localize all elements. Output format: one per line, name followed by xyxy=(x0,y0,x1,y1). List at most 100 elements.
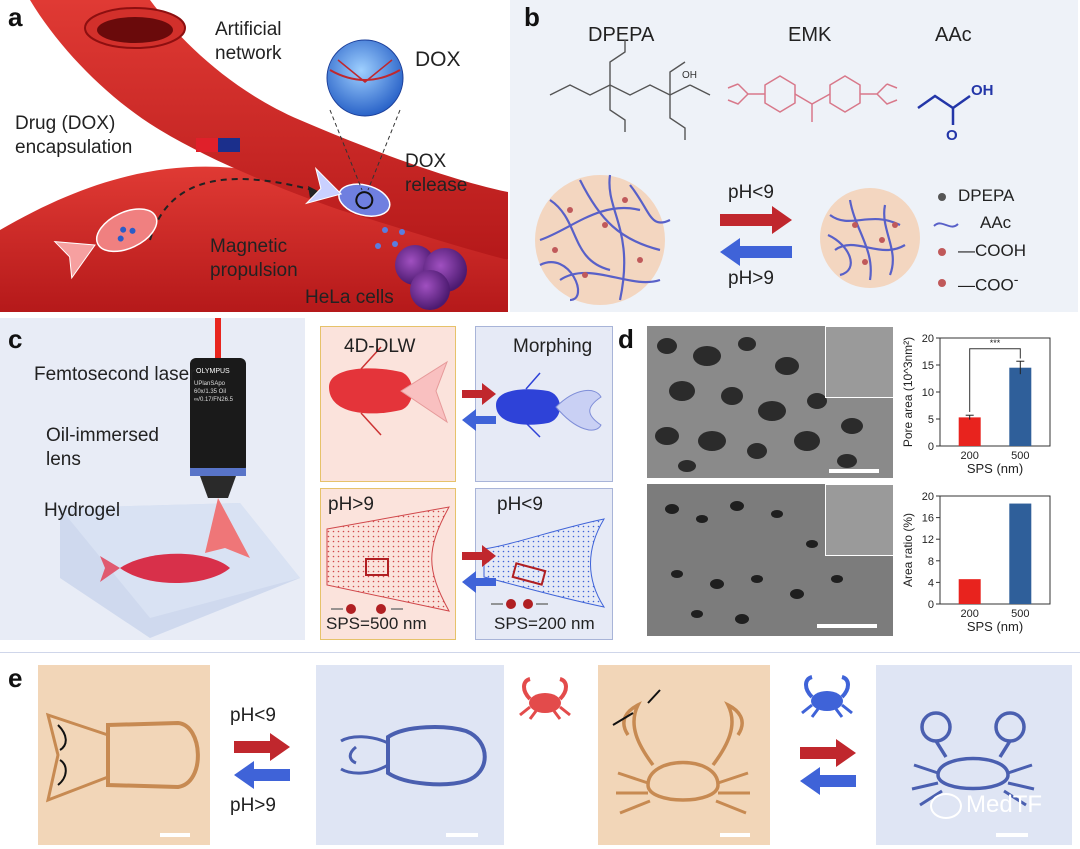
dox-release-label: DOX release xyxy=(405,151,468,196)
femtosecond-laser-label: Femtosecond laser xyxy=(34,364,196,385)
sem-image-top xyxy=(647,326,893,478)
e-ph-lt9-label-1: pH<9 xyxy=(230,705,276,726)
bar-200 xyxy=(958,417,981,446)
bar-500 xyxy=(1009,367,1032,446)
ph-lt9-label: pH<9 xyxy=(728,182,774,203)
plot-frame xyxy=(939,495,1051,605)
sem-image-bottom xyxy=(647,484,893,636)
e-arrows-1 xyxy=(234,733,290,789)
panel-b-illustration: OH OH O xyxy=(535,40,994,305)
dlw-box xyxy=(320,326,456,482)
e-arrows-2 xyxy=(800,739,856,795)
legend-coo-text: —COO xyxy=(958,275,1014,295)
magnetic-propulsion-label: Magnetic propulsion xyxy=(210,236,298,281)
bar-200 xyxy=(958,579,981,604)
emk-title: EMK xyxy=(788,24,832,46)
y-tick-label: 0 xyxy=(928,599,934,611)
y-tick-label: 5 xyxy=(928,414,934,426)
morphing-box xyxy=(475,326,613,482)
fish-shape-1 xyxy=(45,712,200,803)
y-tick-label: 12 xyxy=(922,534,934,546)
x-tick-label: 200 xyxy=(961,450,979,462)
y-axis-label: Pore area (10^3nm²) xyxy=(901,337,915,447)
svg-text:OH: OH xyxy=(971,82,994,99)
crab-shape-1 xyxy=(612,689,750,815)
c-bottom-arrows xyxy=(462,545,496,593)
watermark-text: MedTF xyxy=(966,791,1043,818)
oil-immersed-lens-label: Oil-immersed lens xyxy=(46,425,159,470)
panel-letter-e: e xyxy=(8,663,23,693)
blue-crab-icon xyxy=(801,675,853,718)
legend-dpepa: DPEPA xyxy=(958,186,1015,205)
objective-spec: UPlanSApo 60x/1.35 Oil ∞/0.17/FN26.5 xyxy=(194,381,233,403)
y-axis-label: Area ratio (%) xyxy=(901,513,915,587)
ph-gt9-label: pH>9 xyxy=(728,268,774,289)
panel-a-illustration xyxy=(0,0,508,312)
panel-b: b DPEPA EMK AAc OH OH O xyxy=(510,0,1078,312)
panel-letter-b: b xyxy=(524,2,540,32)
dlw-fish xyxy=(329,346,448,436)
ph-gt9-box-label: pH>9 xyxy=(328,494,374,515)
scale-bar-top xyxy=(829,469,879,473)
svg-text:OH: OH xyxy=(682,70,697,81)
bar-500 xyxy=(1009,503,1032,604)
sps200-label: SPS=200 nm xyxy=(494,614,595,633)
sem-pores-bottom xyxy=(665,501,843,624)
crab-image-2 xyxy=(876,665,1072,845)
ph-lt9-tail xyxy=(483,518,606,609)
crab-image-1 xyxy=(598,665,770,845)
panel-letter-a: a xyxy=(8,2,23,32)
y-tick-label: 8 xyxy=(928,556,934,568)
hydrogel-label: Hydrogel xyxy=(44,500,121,521)
x-tick-label: 500 xyxy=(1011,608,1029,620)
ph-gt9-box xyxy=(320,488,456,640)
watermark-icon xyxy=(930,792,962,819)
ph-lt9-box xyxy=(475,488,613,640)
ph-gt9-tail xyxy=(326,506,450,614)
morphing-fish xyxy=(496,372,602,438)
sps500-label: SPS=500 nm xyxy=(326,614,427,633)
y-tick-label: 4 xyxy=(928,577,934,589)
panel-letter-c: c xyxy=(8,324,23,354)
legend-cooh: —COOH xyxy=(958,241,1026,260)
dlw-label: 4D-DLW xyxy=(344,336,416,357)
fish-shape-2 xyxy=(340,725,487,787)
drug-encapsulation-label: Drug (DOX) encapsulation xyxy=(15,113,133,158)
c-top-arrows xyxy=(462,383,496,431)
artificial-network-label: Artificial network xyxy=(215,19,282,64)
legend-aac: AAc xyxy=(980,213,1012,232)
panel-c-objective-illustration xyxy=(60,318,300,638)
aac-title: AAc xyxy=(935,24,972,46)
x-axis-label: SPS (nm) xyxy=(967,461,1023,476)
x-axis-label: SPS (nm) xyxy=(967,619,1023,634)
watermark: MedTF xyxy=(930,791,1042,819)
scale-bar-e2 xyxy=(446,833,478,837)
y-tick-label: 20 xyxy=(922,491,934,503)
significance-marker: *** xyxy=(990,338,1001,348)
ph-lt9-box-label: pH<9 xyxy=(497,494,543,515)
panel-a: a Artificial network DOX Drug (DOX) enca… xyxy=(0,0,508,312)
hela-cells-label: HeLa cells xyxy=(305,287,394,308)
svg-text:O: O xyxy=(946,127,958,144)
dpepa-title: DPEPA xyxy=(588,24,655,46)
significance-bracket xyxy=(969,348,1021,412)
y-tick-label: 16 xyxy=(922,513,934,525)
y-tick-label: 20 xyxy=(922,333,934,345)
sem-inset-top xyxy=(825,326,893,398)
e-ph-gt9-label-1: pH>9 xyxy=(230,795,276,816)
sem-pores-top xyxy=(655,337,863,472)
fish-image-2 xyxy=(316,665,504,845)
scale-bar-e3 xyxy=(720,833,750,837)
scale-bar-e4 xyxy=(996,833,1028,837)
panel-e: e pH<9 pH>9 xyxy=(0,652,1080,849)
scale-bar-e1 xyxy=(160,833,190,837)
plot-frame xyxy=(939,337,1051,447)
red-crab-icon xyxy=(519,677,571,720)
y-tick-label: 10 xyxy=(922,387,934,399)
scale-bar-bottom xyxy=(817,624,877,628)
x-tick-label: 500 xyxy=(1011,450,1029,462)
olympus-brand: OLYMPUS xyxy=(196,368,230,375)
morphing-label: Morphing xyxy=(513,336,593,357)
